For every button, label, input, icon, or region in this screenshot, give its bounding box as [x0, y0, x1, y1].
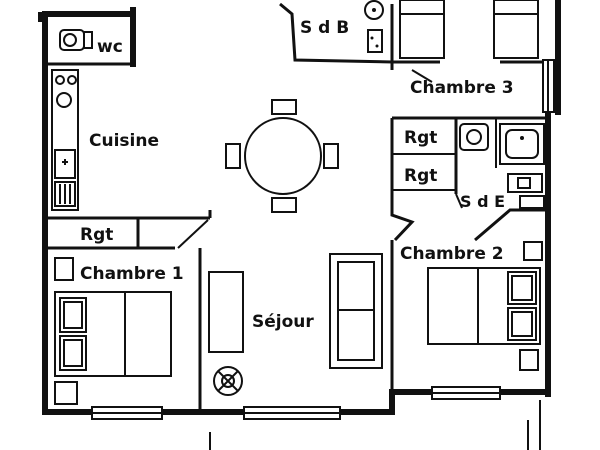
- room-labels: wc S d B Chambre 3 Cuisine Rgt Rgt S d E…: [80, 18, 514, 332]
- label-sejour: Séjour: [252, 312, 314, 332]
- label-rgt-top: Rgt: [404, 128, 437, 148]
- label-sdb: S d B: [300, 18, 349, 38]
- toilet: [59, 29, 93, 51]
- chambre3-beds: [399, 0, 539, 59]
- chambre2-bed: [427, 241, 543, 371]
- sde-fixtures: [459, 123, 545, 209]
- dining-table: [225, 99, 339, 213]
- label-rgt-left: Rgt: [80, 225, 113, 245]
- label-chambre1: Chambre 1: [80, 264, 184, 284]
- windows: [91, 59, 555, 450]
- label-rgt-mid: Rgt: [404, 166, 437, 186]
- interior-walls: [45, 2, 558, 412]
- chambre1-bed: [54, 257, 172, 405]
- label-chambre3: Chambre 3: [410, 78, 514, 98]
- sdb-fixtures: [364, 0, 384, 53]
- label-cuisine: Cuisine: [89, 131, 159, 151]
- kitchen-counter: [51, 69, 79, 211]
- sejour-furniture: [208, 253, 383, 396]
- label-chambre2: Chambre 2: [400, 244, 504, 264]
- label-wc: wc: [97, 37, 123, 57]
- label-sde: S d E: [460, 192, 505, 211]
